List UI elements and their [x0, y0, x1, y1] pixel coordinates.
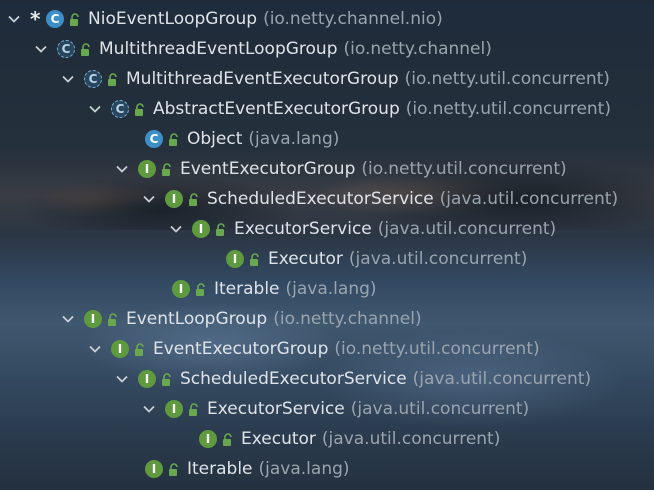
package-name: (java.util.concurrent) [412, 369, 592, 389]
tree-row[interactable]: I EventExecutorGroup (io.netty.util.conc… [87, 334, 540, 364]
package-name: (java.util.concurrent) [377, 219, 557, 239]
interface-icon: I [192, 220, 210, 238]
interface-icon: I [165, 400, 183, 418]
lock-icon [167, 462, 181, 476]
chevron-down-icon[interactable] [60, 311, 76, 327]
tree-row[interactable]: * C NioEventLoopGroup (io.netty.channel.… [6, 4, 443, 34]
abstract-class-icon: C [111, 100, 129, 118]
package-name: (java.util.concurrent) [321, 429, 501, 449]
lock-icon [248, 252, 262, 266]
tree-row[interactable]: C AbstractEventExecutorGroup (io.netty.u… [87, 94, 611, 124]
lock-icon [160, 372, 174, 386]
package-name: (io.netty.channel) [343, 39, 492, 59]
tree-row[interactable]: I ExecutorService (java.util.concurrent) [141, 394, 529, 424]
interface-name: ScheduledExecutorService [207, 189, 434, 209]
lock-icon [194, 282, 208, 296]
package-name: (io.netty.channel) [273, 309, 422, 329]
package-name: (io.netty.util.concurrent) [404, 69, 610, 89]
interface-icon: I [138, 370, 156, 388]
package-name: (java.util.concurrent) [348, 249, 528, 269]
chevron-down-icon[interactable] [60, 71, 76, 87]
lock-icon [133, 342, 147, 356]
interface-name: Executor [268, 249, 343, 269]
star-icon: * [30, 7, 41, 31]
interface-name: Executor [241, 429, 316, 449]
chevron-down-icon[interactable] [168, 221, 184, 237]
chevron-down-icon[interactable] [6, 11, 22, 27]
interface-name: Iterable [214, 279, 280, 299]
tree-row[interactable]: I Iterable (java.lang) [145, 454, 350, 484]
class-icon: C [46, 10, 64, 28]
package-name: (java.util.concurrent) [350, 399, 530, 419]
package-name: (io.netty.util.concurrent) [334, 339, 540, 359]
interface-icon: I [145, 460, 163, 478]
interface-icon: I [199, 430, 217, 448]
class-name: MultithreadEventExecutorGroup [126, 69, 399, 89]
package-name: (java.lang) [248, 129, 340, 149]
lock-icon [214, 222, 228, 236]
tree-row[interactable]: I ScheduledExecutorService (java.util.co… [141, 184, 618, 214]
class-icon: C [145, 130, 163, 148]
tree-row[interactable]: I EventExecutorGroup (io.netty.util.conc… [114, 154, 567, 184]
package-name: (java.lang) [258, 459, 350, 479]
lock-icon [106, 72, 120, 86]
package-name: (io.netty.util.concurrent) [405, 99, 611, 119]
interface-icon: I [138, 160, 156, 178]
interface-name: EventExecutorGroup [180, 159, 356, 179]
lock-icon [221, 432, 235, 446]
tree-row[interactable]: I Executor (java.util.concurrent) [226, 244, 527, 274]
tree-row[interactable]: I Executor (java.util.concurrent) [199, 424, 500, 454]
chevron-down-icon[interactable] [87, 341, 103, 357]
tree-row[interactable]: I ExecutorService (java.util.concurrent) [168, 214, 556, 244]
chevron-down-icon[interactable] [33, 41, 49, 57]
abstract-class-icon: C [84, 70, 102, 88]
package-name: (java.util.concurrent) [439, 189, 619, 209]
package-name: (io.netty.util.concurrent) [361, 159, 567, 179]
interface-name: ScheduledExecutorService [180, 369, 407, 389]
lock-icon [79, 42, 93, 56]
lock-icon [106, 312, 120, 326]
lock-icon [187, 192, 201, 206]
chevron-down-icon[interactable] [141, 401, 157, 417]
lock-icon [133, 102, 147, 116]
class-name: AbstractEventExecutorGroup [153, 99, 400, 119]
interface-name: Iterable [187, 459, 253, 479]
tree-row[interactable]: I EventLoopGroup (io.netty.channel) [60, 304, 422, 334]
class-name: MultithreadEventLoopGroup [99, 39, 338, 59]
interface-icon: I [111, 340, 129, 358]
abstract-class-icon: C [57, 40, 75, 58]
selected-row-highlight [0, 4, 654, 34]
interface-name: EventLoopGroup [126, 309, 268, 329]
chevron-down-icon[interactable] [114, 371, 130, 387]
interface-name: ExecutorService [207, 399, 345, 419]
interface-name: ExecutorService [234, 219, 372, 239]
chevron-down-icon[interactable] [141, 191, 157, 207]
lock-icon [187, 402, 201, 416]
lock-icon [167, 132, 181, 146]
background-hills [0, 120, 654, 230]
interface-icon: I [226, 250, 244, 268]
chevron-down-icon[interactable] [87, 101, 103, 117]
interface-name: EventExecutorGroup [153, 339, 329, 359]
package-name: (java.lang) [285, 279, 377, 299]
interface-icon: I [84, 310, 102, 328]
lock-icon [160, 162, 174, 176]
tree-row[interactable]: C MultithreadEventExecutorGroup (io.nett… [60, 64, 610, 94]
tree-row[interactable]: C MultithreadEventLoopGroup (io.netty.ch… [33, 34, 492, 64]
tree-row[interactable]: I Iterable (java.lang) [172, 274, 377, 304]
class-name: Object [187, 129, 243, 149]
tree-row[interactable]: C Object (java.lang) [145, 124, 339, 154]
interface-icon: I [165, 190, 183, 208]
tree-row[interactable]: I ScheduledExecutorService (java.util.co… [114, 364, 591, 394]
chevron-down-icon[interactable] [114, 161, 130, 177]
package-name: (io.netty.channel.nio) [263, 9, 443, 29]
interface-icon: I [172, 280, 190, 298]
class-name: NioEventLoopGroup [88, 9, 258, 29]
lock-icon [68, 12, 82, 26]
